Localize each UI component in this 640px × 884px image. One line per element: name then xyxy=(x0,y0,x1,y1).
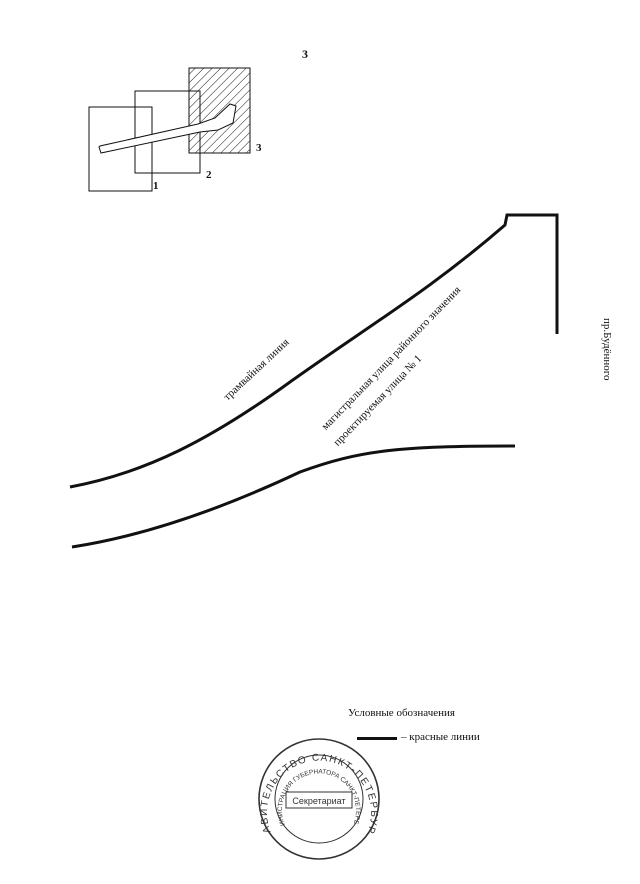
inset-rect-1 xyxy=(88,106,153,192)
red-line-upper xyxy=(69,213,559,489)
inset-road-shape xyxy=(98,103,237,154)
stamp-inner-text: АДМИНИСТРАЦИЯ ГУБЕРНАТОРА САНКТ-ПЕТЕРБУР… xyxy=(0,0,361,827)
inset-label-2: 2 xyxy=(206,169,212,181)
legend-red-lines-label: – красные линии xyxy=(401,731,480,743)
svg-text:АДМИНИСТРАЦИЯ ГУБЕРНАТОРА САНК: АДМИНИСТРАЦИЯ ГУБЕРНАТОРА САНКТ-ПЕТЕРБУР… xyxy=(0,0,361,827)
avenue-label: пр.Будённого xyxy=(601,318,613,381)
inset-map xyxy=(88,67,251,192)
legend-title: Условные обозначения xyxy=(348,707,455,719)
inset-label-1: 1 xyxy=(153,180,159,192)
legend-red-line-sample xyxy=(357,737,397,740)
page-number: 3 xyxy=(302,47,308,61)
inset-rect-3-hatched xyxy=(188,67,251,154)
inset-label-3: 3 xyxy=(256,142,262,154)
stamp-center-text: Секретариат xyxy=(292,796,345,806)
red-line-lower xyxy=(71,444,516,549)
